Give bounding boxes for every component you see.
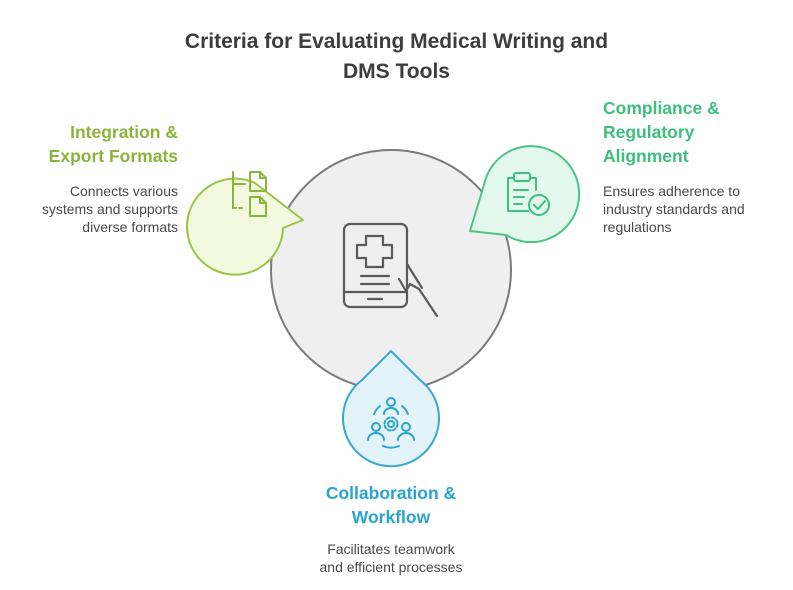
compliance-description: Ensures adherence to industry standards … xyxy=(603,182,783,236)
compliance-heading-line-3: Alignment xyxy=(603,146,689,166)
integration-drop xyxy=(186,177,304,276)
collaboration-heading: Collaboration & Workflow xyxy=(286,481,496,529)
integration-heading-line-1: Integration & xyxy=(70,122,178,142)
compliance-heading: Compliance & Regulatory Alignment xyxy=(603,96,783,168)
collaboration-desc-line-1: Facilitates teamwork xyxy=(327,541,455,557)
integration-heading-line-2: Export Formats xyxy=(48,146,178,166)
collaboration-desc-line-2: and efficient processes xyxy=(319,559,463,575)
compliance-desc-line-2: industry standards and xyxy=(603,201,745,217)
collaboration-heading-line-1: Collaboration & xyxy=(325,483,457,503)
collaboration-heading-line-2: Workflow xyxy=(351,507,431,527)
compliance-drop xyxy=(469,145,581,244)
collaboration-description: Facilitates teamwork and efficient proce… xyxy=(286,540,496,576)
compliance-desc-line-3: regulations xyxy=(603,219,672,235)
title-line-2: DMS Tools xyxy=(343,60,450,83)
compliance-desc-line-1: Ensures adherence to xyxy=(603,183,740,199)
file-tree-icon xyxy=(232,171,267,217)
integration-heading: Integration & Export Formats xyxy=(10,120,178,168)
title-line-1: Criteria for Evaluating Medical Writing … xyxy=(184,30,609,53)
compliance-heading-line-1: Compliance & xyxy=(603,98,720,118)
integration-desc-line-2: systems and supports xyxy=(41,201,178,217)
team-gear-icon xyxy=(367,397,415,449)
clipboard-check-icon xyxy=(507,172,550,216)
integration-desc-line-1: Connects various xyxy=(69,183,178,199)
page-title: Criteria for Evaluating Medical Writing … xyxy=(0,27,793,87)
integration-desc-line-3: diverse formats xyxy=(82,219,178,235)
compliance-heading-line-2: Regulatory xyxy=(603,122,695,142)
integration-description: Connects various systems and supports di… xyxy=(10,182,178,236)
medical-tablet-hand-icon xyxy=(342,222,439,318)
